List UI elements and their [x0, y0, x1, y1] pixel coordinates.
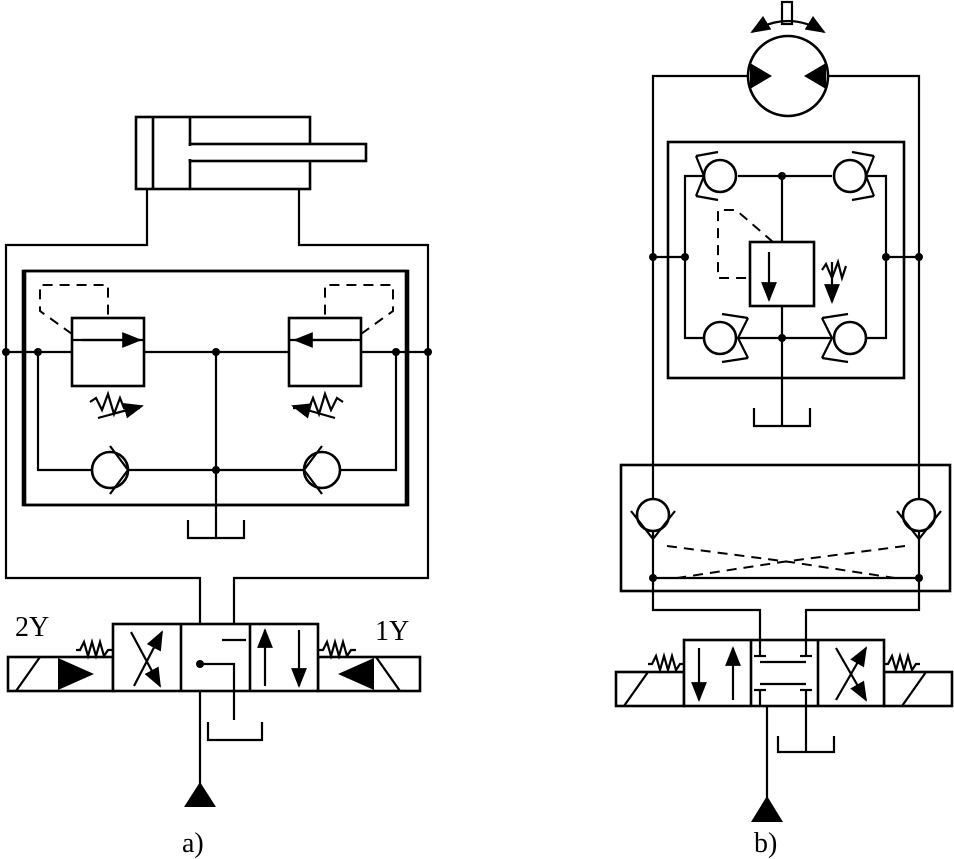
valve-block-b [666, 140, 906, 380]
relief-valve-left [39, 284, 146, 420]
circuit-b [614, 0, 954, 822]
tank-symbol-a-upper [186, 520, 246, 540]
circuit-a [2, 115, 432, 807]
hydraulic-motor [746, 0, 830, 118]
pilot-check-block [619, 463, 952, 640]
pressure-source-b [751, 796, 783, 822]
directional-valve-a [6, 622, 422, 720]
check-valve-b-tl [694, 150, 738, 202]
solenoid-label-2y: 2Y [15, 612, 49, 643]
relief-valve-b [717, 209, 848, 308]
relief-valve-right [287, 284, 394, 420]
pressure-source-a [184, 782, 216, 807]
check-valve-a-right [302, 445, 342, 495]
check-valve-a-left [90, 445, 130, 495]
solenoid-label-1y: 1Y [375, 616, 409, 647]
check-valve-b-br [821, 312, 868, 364]
directional-valve-b [614, 638, 954, 708]
check-valve-b-tr [832, 150, 876, 202]
outer-pipework-a [4, 189, 430, 790]
caption-b: b) [754, 828, 777, 859]
hydraulic-cylinder [134, 115, 368, 191]
caption-a: a) [182, 828, 204, 859]
check-valve-b-bl [702, 312, 749, 364]
